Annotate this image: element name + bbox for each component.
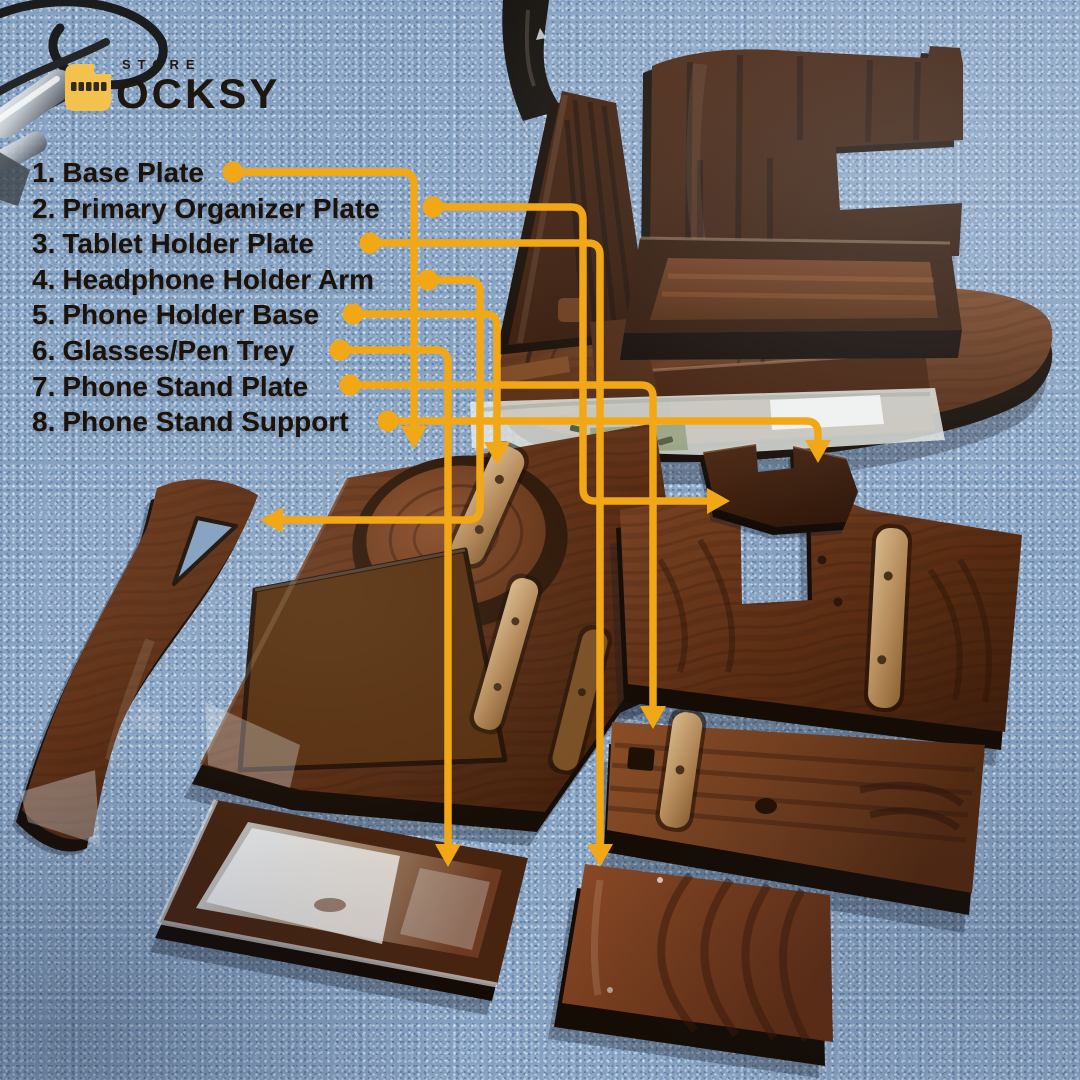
black-stand-arm	[502, 0, 562, 121]
connector-7-phone-stand-plate	[346, 381, 657, 712]
connector-dot-1	[222, 161, 244, 183]
chrome-tool	[0, 69, 75, 206]
arrowhead-8	[805, 440, 831, 463]
arrowhead-7	[640, 706, 666, 729]
glasses-pen-tray	[150, 798, 528, 1015]
connector-4-headphone-holder-arm	[277, 276, 484, 524]
connector-6-glasses-pen-tray	[336, 346, 452, 850]
part-label-5: 5.Phone Holder Base	[32, 299, 320, 331]
brand-logo: STORE OCKSY	[60, 48, 340, 128]
assembled-organizer-back-plate	[641, 46, 963, 263]
connector-dot-4	[417, 269, 439, 291]
connector-dot-3	[359, 232, 381, 254]
arrowhead-6	[435, 844, 461, 867]
arrowhead-3	[587, 844, 613, 867]
part-label-8: 8.Phone Stand Support	[32, 406, 349, 438]
part-label-1: 1.Base Plate	[32, 157, 204, 188]
arrowhead-4	[260, 507, 283, 533]
connector-3-tablet-holder-plate	[366, 239, 604, 850]
connector-dot-2	[422, 196, 444, 218]
brand-name: OCKSY	[116, 70, 281, 117]
connector-8-phone-stand-support	[384, 417, 822, 446]
primary-organizer-plate	[610, 487, 1022, 766]
connector-5-phone-holder-base	[349, 310, 501, 448]
connector-dot-5	[342, 303, 364, 325]
connector-2-primary-organizer-plate	[429, 203, 713, 505]
tablet-holder-plate	[548, 864, 833, 1078]
arrowhead-2	[707, 488, 730, 514]
arrowhead-1	[401, 426, 427, 449]
parts-label-list: 1.Base Plate 2.Primary Organizer Plate 3…	[32, 155, 380, 440]
part-label-6: 6.Glasses/Pen Trey	[32, 334, 295, 366]
assembled-tray	[620, 236, 962, 360]
connector-dot-6	[329, 339, 351, 361]
part-label-4: 4.Headphone Holder Arm	[32, 263, 375, 295]
part-label-3: 3.Tablet Holder Plate	[32, 228, 314, 260]
brand-store-label: STORE	[122, 57, 202, 72]
connector-dot-8	[377, 410, 399, 432]
connector-dot-7	[339, 374, 361, 396]
base-plate	[184, 423, 690, 846]
arrowhead-5	[484, 442, 510, 465]
connector-1-base-plate	[229, 168, 418, 432]
docksy-d-icon	[65, 64, 111, 111]
phone-stand-plate	[599, 707, 985, 933]
part-label-7: 7.Phone Stand Plate	[32, 370, 309, 402]
headphone-holder-arm	[12, 479, 258, 856]
part-label-2: 2.Primary Organizer Plate	[32, 192, 380, 224]
